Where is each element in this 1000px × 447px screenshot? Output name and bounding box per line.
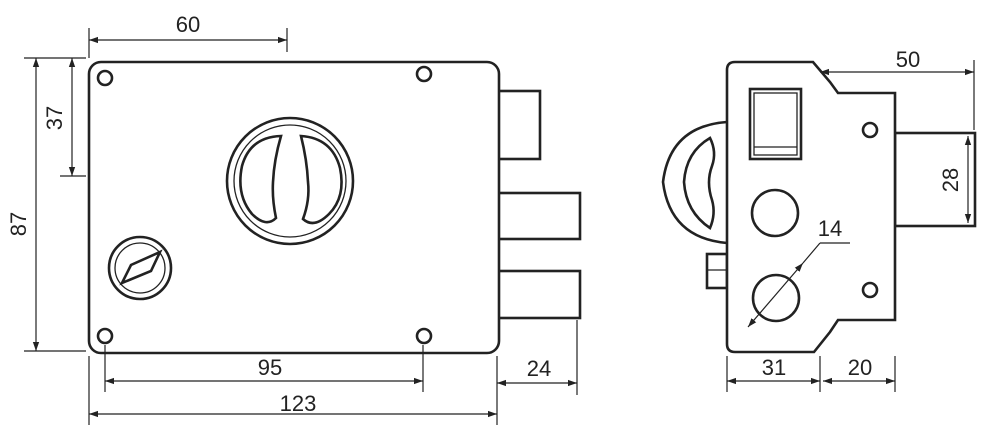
deadbolt-lower [492, 269, 582, 320]
dim-label-24: 24 [527, 356, 551, 381]
knob-profile [661, 120, 728, 245]
dim-label-50: 50 [896, 47, 920, 72]
dim-label-31: 31 [762, 355, 786, 380]
dim-label-123: 123 [280, 391, 317, 416]
deadbolt-middle [492, 191, 582, 241]
thumb-turn [107, 235, 173, 301]
latch-bolt-upper [492, 89, 542, 161]
dim-label-20: 20 [848, 355, 872, 380]
side-screw-top [861, 121, 879, 139]
dim-label-95: 95 [258, 355, 282, 380]
spindle-hole [750, 188, 800, 238]
dim-label-87: 87 [6, 212, 31, 236]
side-bolt [893, 131, 977, 228]
latch-window [748, 87, 803, 161]
screw-hole-top-left [96, 69, 114, 87]
side-tab [705, 252, 729, 290]
screw-hole-bottom-left [96, 327, 114, 345]
dim-label-14: 14 [818, 216, 842, 241]
dim-label-28: 28 [938, 168, 963, 192]
side-screw-bottom [861, 281, 879, 299]
screw-hole-top-right [415, 65, 433, 83]
screw-hole-bottom-right [415, 327, 433, 345]
front-view: 60 37 87 95 123 24 [6, 12, 582, 425]
lock-body [87, 60, 501, 355]
central-turn-knob [225, 116, 355, 246]
side-view: 50 28 14 31 20 [661, 47, 977, 392]
dim-label-37: 37 [42, 106, 67, 130]
dim-label-60: 60 [176, 12, 200, 37]
